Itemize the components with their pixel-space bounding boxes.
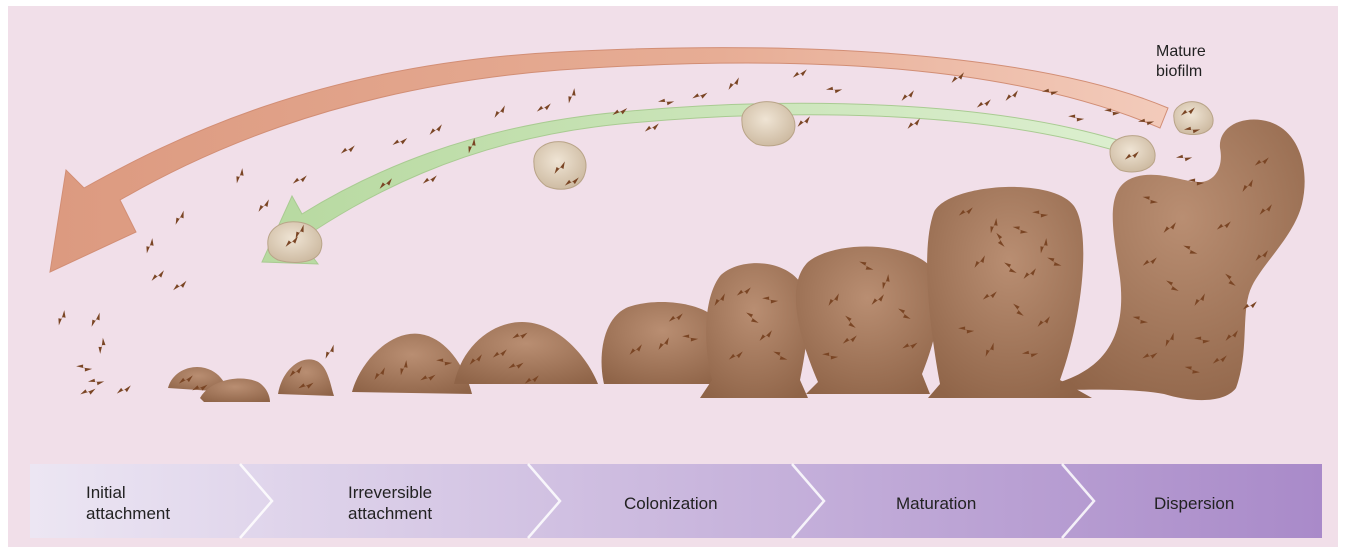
biofilm-irreversible-1 (278, 359, 334, 396)
bacterium-icon (88, 378, 105, 387)
bacterium-icon (150, 269, 167, 282)
biofilm-colonization-2 (602, 302, 724, 384)
bacterium-icon (975, 98, 992, 109)
mature-biofilm-label: Mature biofilm (1156, 42, 1206, 82)
bacterium-icon (492, 105, 508, 120)
bacterium-icon (726, 77, 742, 92)
bacterium-icon (391, 137, 408, 147)
bacterium-icon (80, 388, 97, 397)
bacterium-icon (900, 89, 917, 102)
stage-initial-attachment: Initial attachment (86, 482, 170, 524)
bacterium-icon (233, 168, 246, 185)
bacterium-icon (339, 144, 356, 155)
cluster (1110, 136, 1155, 172)
bacterium-icon (1067, 112, 1084, 123)
bacterium-icon (658, 98, 675, 107)
bacterium-icon (428, 123, 445, 136)
mature-biofilm-label-line2: biofilm (1156, 62, 1206, 82)
bacterium-icon (565, 88, 578, 105)
stage-maturation: Maturation (896, 493, 976, 514)
bacterium-icon (421, 174, 438, 185)
bacterium-icon (75, 362, 92, 373)
bacterium-icon (173, 210, 188, 226)
stage-label-line1: Colonization (624, 493, 718, 514)
bacterium-icon (55, 310, 68, 327)
biofilm-maturation-3 (927, 187, 1092, 398)
biofilm-maturation-1 (700, 263, 808, 398)
biofilm-irreversible-2 (352, 334, 472, 394)
bacterium-icon (291, 174, 308, 185)
bacterium-icon (906, 117, 923, 130)
biofilm-dispersion (1060, 120, 1305, 401)
bacterium-icon (791, 68, 808, 79)
biofilm-colonization-1 (454, 322, 598, 384)
bacterium-icon (256, 199, 272, 214)
stage-label-line1: Irreversible (348, 482, 432, 503)
bacterium-icon (643, 122, 660, 133)
stage-label-line1: Initial (86, 482, 170, 503)
bacterium-icon (171, 280, 188, 292)
bacterium-icon (115, 384, 132, 395)
cluster (742, 102, 795, 146)
mature-biofilm-label-line1: Mature (1156, 42, 1206, 62)
cluster (534, 142, 586, 189)
bacterium-icon (692, 92, 709, 101)
stage-label-line1: Dispersion (1154, 493, 1234, 514)
bacterium-icon (89, 312, 104, 328)
bacterium-icon (826, 86, 843, 95)
stage-dispersion: Dispersion (1154, 493, 1234, 514)
stage-label-line1: Maturation (896, 493, 976, 514)
stage-irreversible-attachment: Irreversible attachment (348, 482, 432, 524)
bacterium-icon (96, 337, 107, 354)
cluster (1174, 102, 1213, 135)
bacterium-icon (323, 344, 338, 360)
bacterium-icon (143, 238, 156, 255)
bacterium-icon (1176, 154, 1193, 163)
bacterium-icon (796, 115, 813, 128)
bacterium-icon (1004, 89, 1021, 102)
stage-label-line2: attachment (348, 503, 432, 524)
stage-colonization: Colonization (624, 493, 718, 514)
bacterium-icon (535, 102, 552, 113)
stage-label-line2: attachment (86, 503, 170, 524)
